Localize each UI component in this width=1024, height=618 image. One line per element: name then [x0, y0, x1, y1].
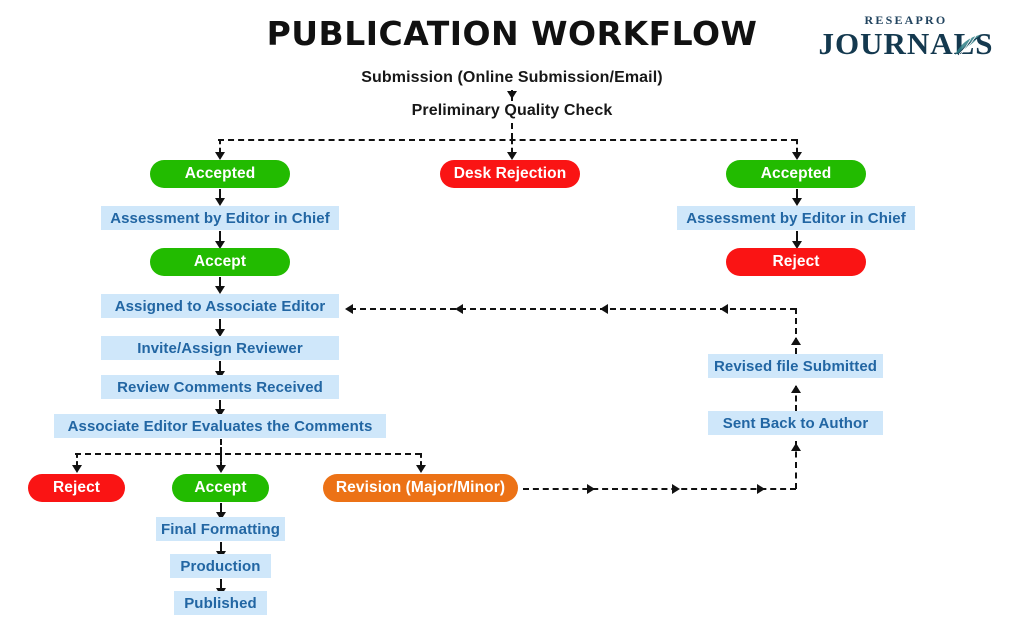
connector-assessment-to-accept-left [219, 231, 221, 242]
logo-main-text: JOURNALS [806, 27, 1006, 60]
connector-accepted-to-assessment-right [796, 189, 798, 199]
connector-check-to-split [511, 123, 513, 139]
connector-outcome-right [420, 453, 422, 466]
arrowhead-down [215, 152, 225, 160]
arrowhead-left [600, 304, 608, 314]
connector-split-center [511, 139, 513, 153]
logo-top-text: RESEAPRO [864, 13, 948, 27]
connector-outcome-center [220, 453, 222, 466]
arrowhead-down [215, 409, 225, 417]
node-desk-rejection[interactable]: Desk Rejection [440, 160, 580, 188]
node-published: Published [174, 591, 267, 615]
arrowhead-up [791, 385, 801, 393]
arrowhead-right [587, 484, 595, 494]
connector-formatting-to-production [220, 542, 222, 552]
connector-outcome-left [76, 453, 78, 466]
node-preliminary-quality-check: Preliminary Quality Check [411, 102, 613, 119]
node-accept-final[interactable]: Accept [172, 474, 269, 502]
node-assessment-editor-in-chief-right: Assessment by Editor in Chief [677, 206, 915, 230]
arrowhead-down [215, 286, 225, 294]
arrowhead-down [72, 465, 82, 473]
node-invite-assign-reviewer: Invite/Assign Reviewer [101, 336, 339, 360]
arrowhead-up [791, 337, 801, 345]
arrowhead-down [792, 241, 802, 249]
leaf-icon [955, 35, 980, 56]
arrowhead-down [215, 198, 225, 206]
node-reject-final[interactable]: Reject [28, 474, 125, 502]
arrowhead-left [345, 304, 353, 314]
node-production: Production [170, 554, 271, 578]
arrowhead-left [455, 304, 463, 314]
connector-accepted-to-assessment-left [219, 189, 221, 199]
connector-split-right [796, 139, 798, 153]
node-revision[interactable]: Revision (Major/Minor) [323, 474, 518, 502]
arrowhead-right [757, 484, 765, 494]
connector-split-bar-top [218, 139, 797, 141]
connector-production-to-published [220, 579, 222, 589]
connector-sentback-to-revised [795, 386, 797, 411]
node-associate-editor-evaluates: Associate Editor Evaluates the Comments [54, 414, 386, 438]
connector-outcome-bar [75, 453, 421, 455]
connector-revision-to-right [523, 488, 796, 490]
connector-split-left [219, 139, 221, 153]
arrowhead-down [507, 91, 517, 99]
connector-return-to-assigned [350, 308, 796, 310]
logo: RESEAPRO JOURNALS [806, 14, 1006, 64]
node-accepted-right[interactable]: Accepted [726, 160, 866, 188]
arrowhead-left [720, 304, 728, 314]
node-review-comments-received: Review Comments Received [101, 375, 339, 399]
arrowhead-down [792, 198, 802, 206]
connector-invite-to-comments [219, 361, 221, 372]
arrowhead-up [791, 443, 801, 451]
node-assessment-editor-in-chief-left: Assessment by Editor in Chief [101, 206, 339, 230]
node-accept-left[interactable]: Accept [150, 248, 290, 276]
connector-accept-to-assigned [219, 277, 221, 287]
connector-assessment-to-reject-right [796, 231, 798, 242]
node-revised-file-submitted: Revised file Submitted [708, 354, 883, 378]
arrowhead-down [507, 152, 517, 160]
connector-assigned-to-invite [219, 319, 221, 330]
arrowhead-down [416, 465, 426, 473]
connector-comments-to-evaluate [219, 400, 221, 411]
arrowhead-down [216, 512, 226, 520]
arrowhead-right [672, 484, 680, 494]
page-title: PUBLICATION WORKFLOW [266, 14, 758, 53]
node-submission: Submission (Online Submission/Email) [361, 69, 663, 86]
node-reject-right[interactable]: Reject [726, 248, 866, 276]
node-final-formatting: Final Formatting [156, 517, 285, 541]
arrowhead-down [216, 465, 226, 473]
arrowhead-down [215, 241, 225, 249]
node-accepted-left[interactable]: Accepted [150, 160, 290, 188]
node-assigned-associate-editor: Assigned to Associate Editor [101, 294, 339, 318]
arrowhead-down [792, 152, 802, 160]
connector-revised-up [795, 308, 797, 354]
connector-right-up-to-sentback [795, 441, 797, 489]
connector-accept-to-formatting [220, 503, 222, 513]
node-sent-back-to-author: Sent Back to Author [708, 411, 883, 435]
arrowhead-down [215, 329, 225, 337]
